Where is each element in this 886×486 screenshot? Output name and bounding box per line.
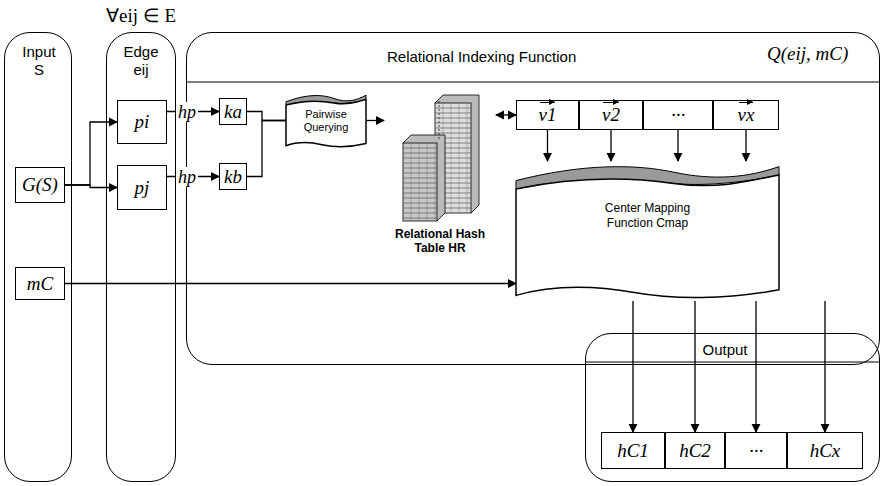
edge-band: Edge eij pi pj [106,32,176,482]
edge-label: hp [176,102,198,122]
connector [366,120,384,121]
node-label: ··· [671,104,685,126]
node-label: hC1 [617,440,649,462]
node-label: Center Mapping Function Cmap [583,201,713,231]
connector [745,130,746,161]
connector [65,283,516,284]
node-label: v2 [602,104,620,126]
node-label: hC2 [679,440,711,462]
mapping-shape: Center Mapping Function Cmap [516,161,779,301]
connector [632,301,633,432]
connector [824,301,825,432]
connector [496,114,516,115]
band-heading: Relational Indexing Function [387,48,576,66]
band-heading: Input S [18,43,60,79]
function-band: Relational Indexing Function Q(eij, mC) ka… [186,32,880,365]
connector [677,130,678,161]
node-label: pj [135,177,150,199]
input-box: G(S) [15,167,65,203]
connector [65,122,117,185]
input-box: mC [15,267,65,300]
center-cell: hC1 [601,432,665,469]
edge-label: hp [176,167,198,187]
connector [755,301,756,432]
connector [547,130,548,161]
vector-cell: ··· [643,100,713,130]
node-label: pi [135,111,150,133]
band-heading: Output [700,341,750,359]
connector [694,301,695,432]
hash-table-illustration [399,93,481,225]
query-shape: Pairwise Querying [286,93,366,148]
header-divider [586,361,879,362]
node-label: G(S) [22,174,58,196]
key-box: kb [219,163,247,190]
connector [65,185,117,188]
key-box: ka [219,98,247,125]
node-label: kb [224,166,242,188]
shape-outline [516,161,779,301]
node-label: vx [738,104,755,126]
node-label: ka [224,101,242,123]
band-heading: Q(eij, mC) [767,43,848,65]
vector-cell: v1 [516,100,579,130]
point-box: pi [117,100,167,144]
vector-cell: v2 [579,100,643,130]
connector [247,121,286,177]
output-band: Output hC1 hC2 ··· hCx [585,333,880,482]
vector-cell: vx [713,100,779,130]
hash-table: Relational Hash Table HR [384,93,496,265]
node-label: Relational Hash Table HR [384,227,496,255]
center-cell: ··· [725,432,787,469]
connector [247,112,286,121]
node-label: v1 [539,104,557,126]
center-cell: hCx [787,432,863,469]
node-label: hCx [810,440,841,462]
node-label: Pairwise Querying [295,108,357,134]
node-label: mC [27,273,53,295]
band-heading: Edge eij [119,43,163,79]
connector [610,130,611,161]
node-label: ··· [749,440,763,462]
point-box: pj [117,165,167,210]
quantifier-label: ∀eij ∈ E [106,4,176,27]
center-cell: hC2 [665,432,725,469]
header-divider [187,81,879,82]
input-band: Input S G(S) mC [4,32,72,482]
